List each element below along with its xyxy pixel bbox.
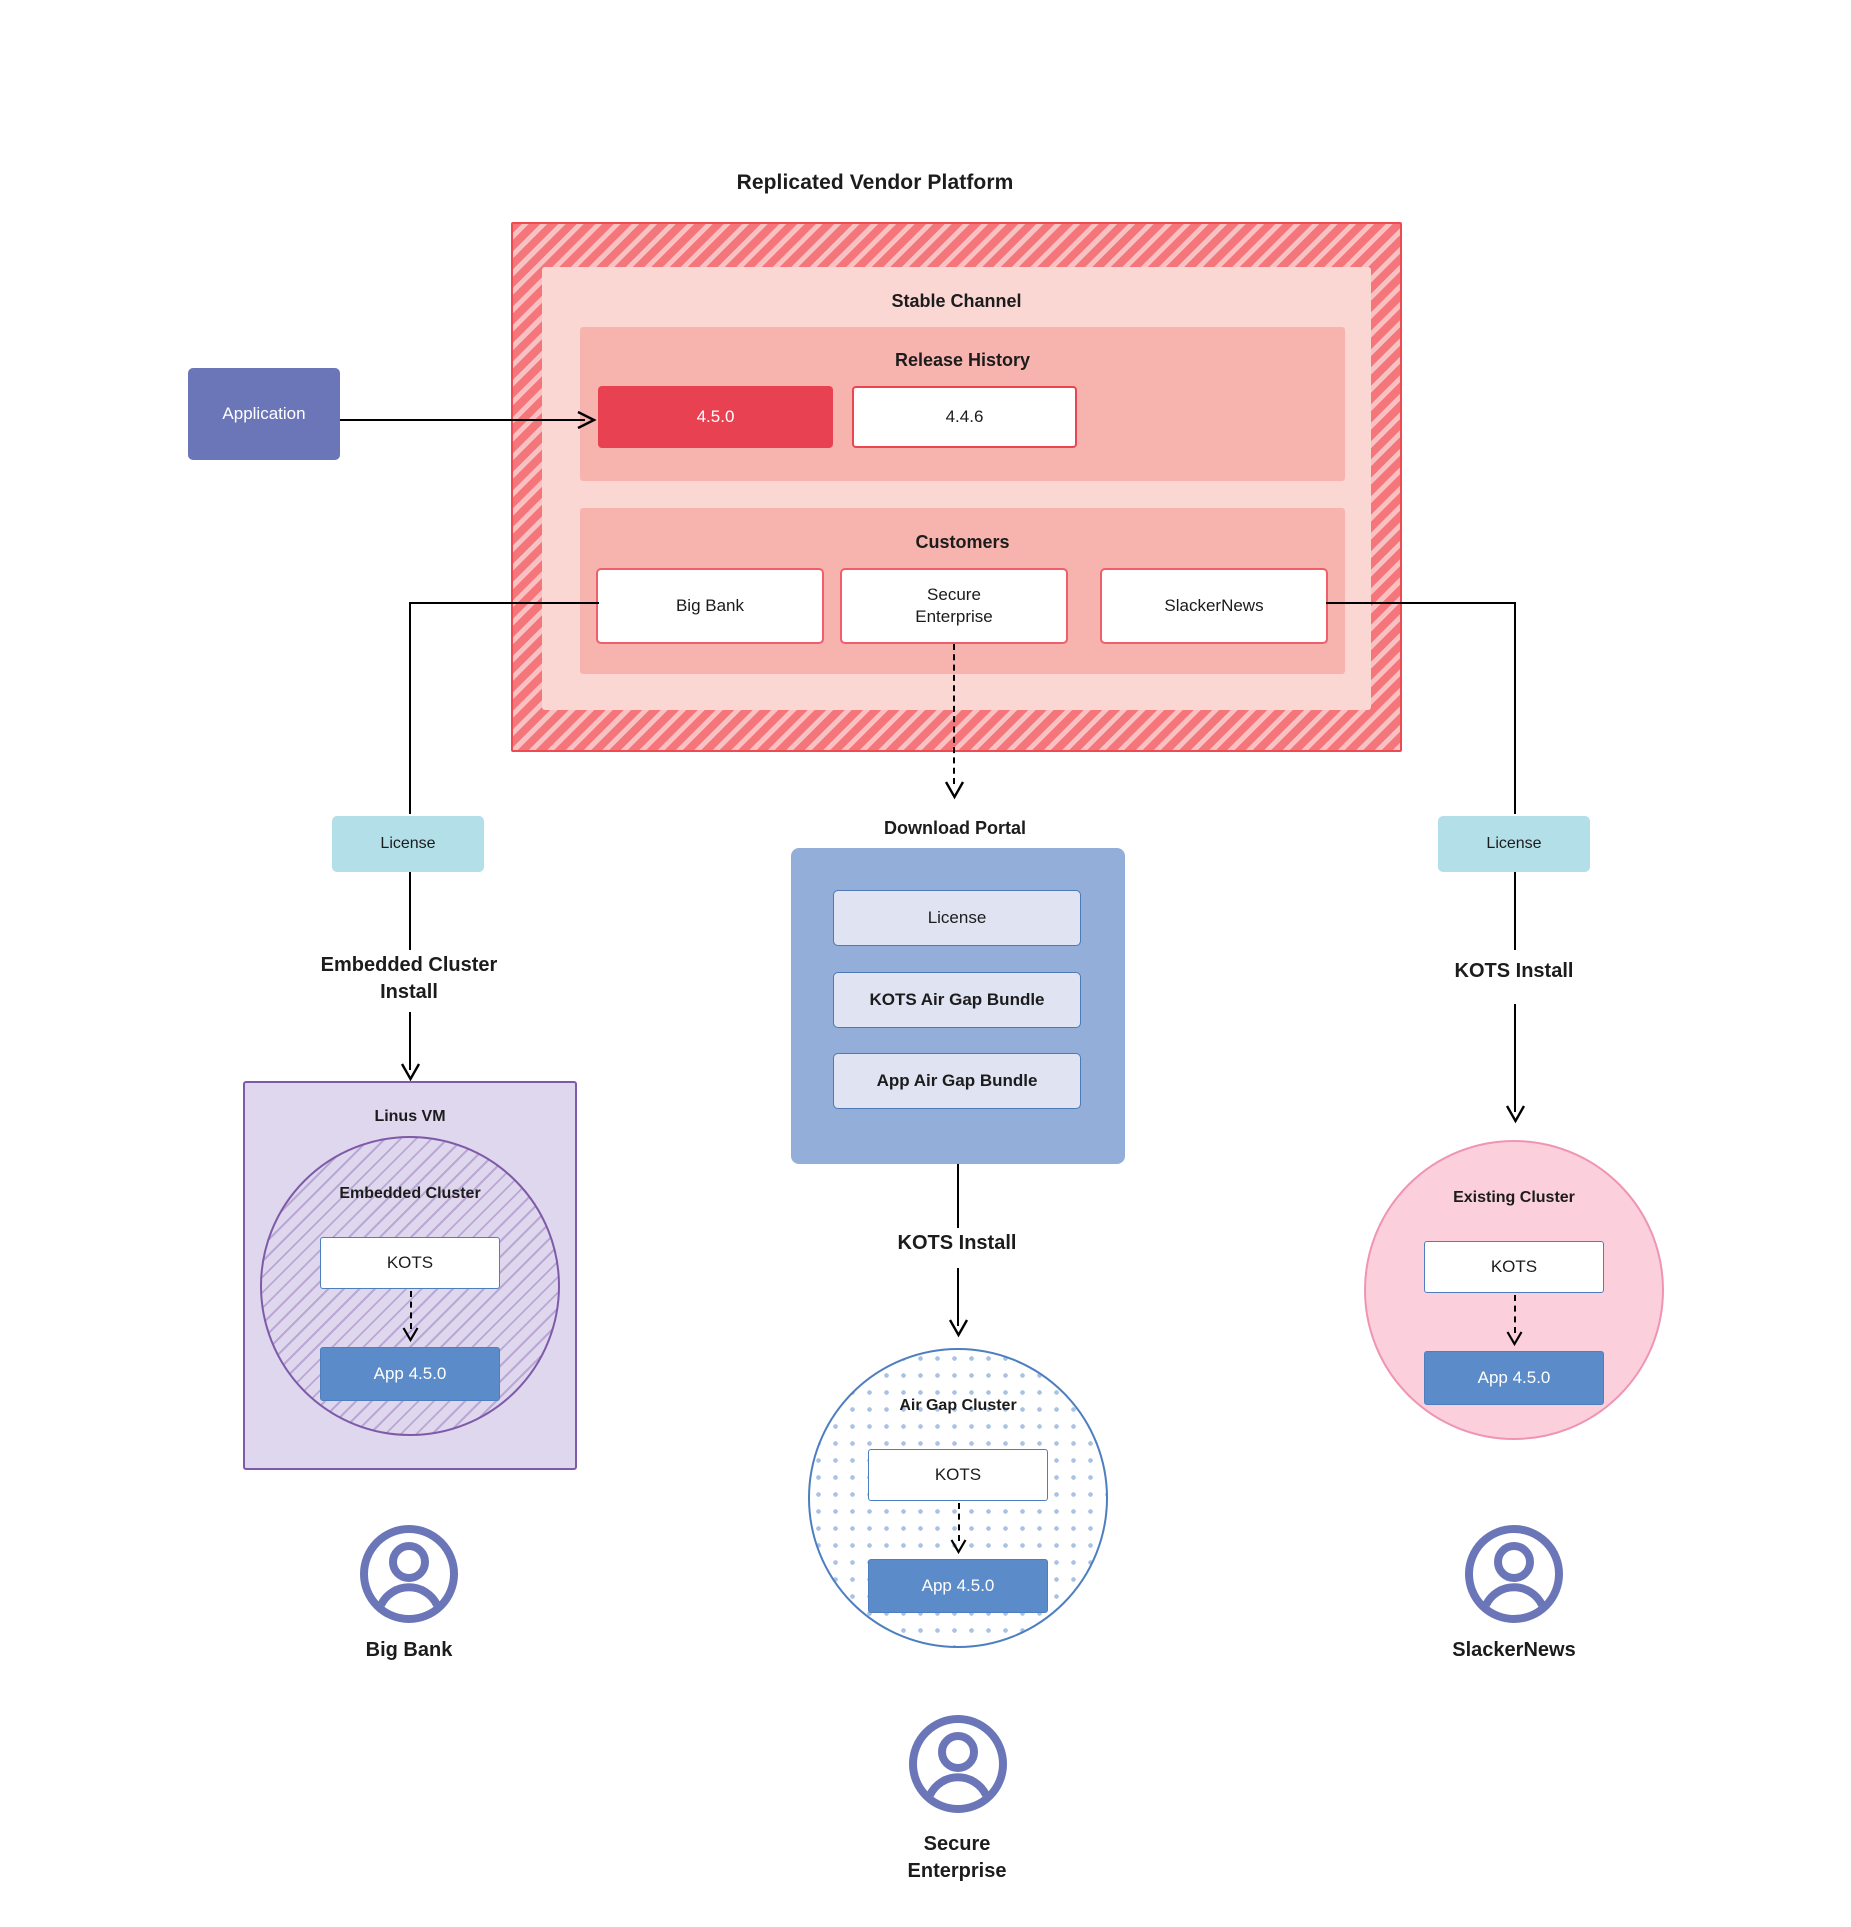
- connector-application-to-release: [340, 419, 585, 421]
- app-box-embedded[interactable]: App 4.5.0: [320, 1347, 500, 1401]
- install-label-text: Embedded Cluster Install: [320, 954, 498, 1003]
- arrowhead-icon: [577, 410, 597, 430]
- kots-box-airgap[interactable]: KOTS: [868, 1449, 1048, 1501]
- release-history-title: Release History: [894, 349, 1031, 370]
- avatar-big-bank: [357, 1522, 461, 1626]
- license-label: License: [1486, 835, 1542, 852]
- portal-item-kots-air-gap-bundle[interactable]: KOTS Air Gap Bundle: [833, 972, 1081, 1028]
- customer-box-big-bank[interactable]: Big Bank: [596, 568, 824, 644]
- kots-install-label-right: KOTS Install: [1454, 959, 1574, 982]
- app-box-existing[interactable]: App 4.5.0: [1424, 1351, 1604, 1405]
- connector-license-to-install-right: [1514, 872, 1516, 950]
- connector-slackernews-horizontal: [1326, 602, 1516, 604]
- connector-kots-to-app-right: [1514, 1295, 1516, 1333]
- app-label: App 4.5.0: [373, 1364, 447, 1383]
- user-avatar-icon: [909, 1715, 1007, 1813]
- stable-channel-title: Stable Channel: [891, 290, 1022, 311]
- user-avatar-icon: [360, 1525, 458, 1623]
- user-avatar-icon: [1465, 1525, 1563, 1623]
- connector-license-to-install-left: [409, 872, 411, 950]
- customer-name: SlackerNews: [1164, 595, 1264, 615]
- connector-install-to-existing: [1514, 1004, 1516, 1112]
- license-label: License: [380, 835, 436, 852]
- connector-kots-to-app-left: [410, 1291, 412, 1329]
- connector-slackernews-vertical: [1514, 602, 1516, 814]
- connector-secure-enterprise-dashed: [953, 644, 955, 784]
- application-node[interactable]: Application: [188, 368, 340, 460]
- download-portal-title: Download Portal: [883, 817, 1026, 838]
- embedded-cluster-title: Embedded Cluster: [339, 1185, 481, 1202]
- existing-cluster-title: Existing Cluster: [1453, 1189, 1575, 1206]
- release-box-current[interactable]: 4.5.0: [598, 386, 833, 448]
- customer-label-big-bank: Big Bank: [365, 1638, 453, 1661]
- arrowhead-icon: [944, 781, 965, 800]
- release-version: 4.4.6: [945, 407, 984, 426]
- arrowhead-icon: [1505, 1105, 1526, 1124]
- release-box-previous[interactable]: 4.4.6: [852, 386, 1077, 448]
- customer-name: Secure Enterprise: [915, 584, 993, 626]
- portal-item-label: KOTS Air Gap Bundle: [869, 990, 1045, 1009]
- kots-label: KOTS: [386, 1253, 434, 1272]
- connector-portal-to-install: [957, 1164, 959, 1228]
- customers-title: Customers: [915, 531, 1010, 552]
- license-chip-right[interactable]: License: [1438, 816, 1590, 872]
- avatar-secure-enterprise: [906, 1712, 1010, 1816]
- connector-bigbank-horizontal: [409, 602, 599, 604]
- application-label: Application: [222, 404, 306, 423]
- connector-kots-to-app-center: [958, 1503, 960, 1541]
- customer-label-secure-enterprise: Secure Enterprise: [822, 1825, 1092, 1891]
- customer-label-text: Secure Enterprise: [907, 1833, 1007, 1882]
- arrowhead-icon: [1506, 1331, 1523, 1347]
- connector-bigbank-vertical: [409, 602, 411, 814]
- customer-box-secure-enterprise[interactable]: Secure Enterprise: [840, 568, 1068, 644]
- kots-label: KOTS: [1490, 1257, 1538, 1276]
- release-version: 4.5.0: [696, 407, 735, 426]
- arrowhead-icon: [948, 1319, 969, 1338]
- connector-install-to-vm: [409, 1012, 411, 1070]
- arrowhead-icon: [402, 1327, 419, 1343]
- kots-install-label-center: KOTS Install: [897, 1231, 1017, 1254]
- portal-item-label: App Air Gap Bundle: [876, 1071, 1038, 1090]
- kots-box-embedded[interactable]: KOTS: [320, 1237, 500, 1289]
- app-label: App 4.5.0: [1477, 1368, 1551, 1387]
- app-box-airgap[interactable]: App 4.5.0: [868, 1559, 1048, 1613]
- customer-box-slackernews[interactable]: SlackerNews: [1100, 568, 1328, 644]
- portal-item-license[interactable]: License: [833, 890, 1081, 946]
- kots-label: KOTS: [934, 1465, 982, 1484]
- kots-box-existing[interactable]: KOTS: [1424, 1241, 1604, 1293]
- portal-item-app-air-gap-bundle[interactable]: App Air Gap Bundle: [833, 1053, 1081, 1109]
- app-label: App 4.5.0: [921, 1576, 995, 1595]
- linux-vm-title: Linus VM: [374, 1108, 446, 1125]
- air-gap-cluster-title: Air Gap Cluster: [899, 1397, 1017, 1414]
- portal-item-label: License: [927, 908, 987, 927]
- diagram-title: Replicated Vendor Platform: [736, 171, 1014, 194]
- customer-name: Big Bank: [675, 595, 745, 615]
- license-chip-left[interactable]: License: [332, 816, 484, 872]
- customer-label-slackernews: SlackerNews: [1452, 1638, 1576, 1661]
- embedded-cluster-install-label: Embedded Cluster Install: [274, 948, 544, 1010]
- connector-install-to-airgap: [957, 1268, 959, 1326]
- arrowhead-icon: [950, 1539, 967, 1555]
- avatar-slackernews: [1462, 1522, 1566, 1626]
- arrowhead-icon: [400, 1063, 421, 1082]
